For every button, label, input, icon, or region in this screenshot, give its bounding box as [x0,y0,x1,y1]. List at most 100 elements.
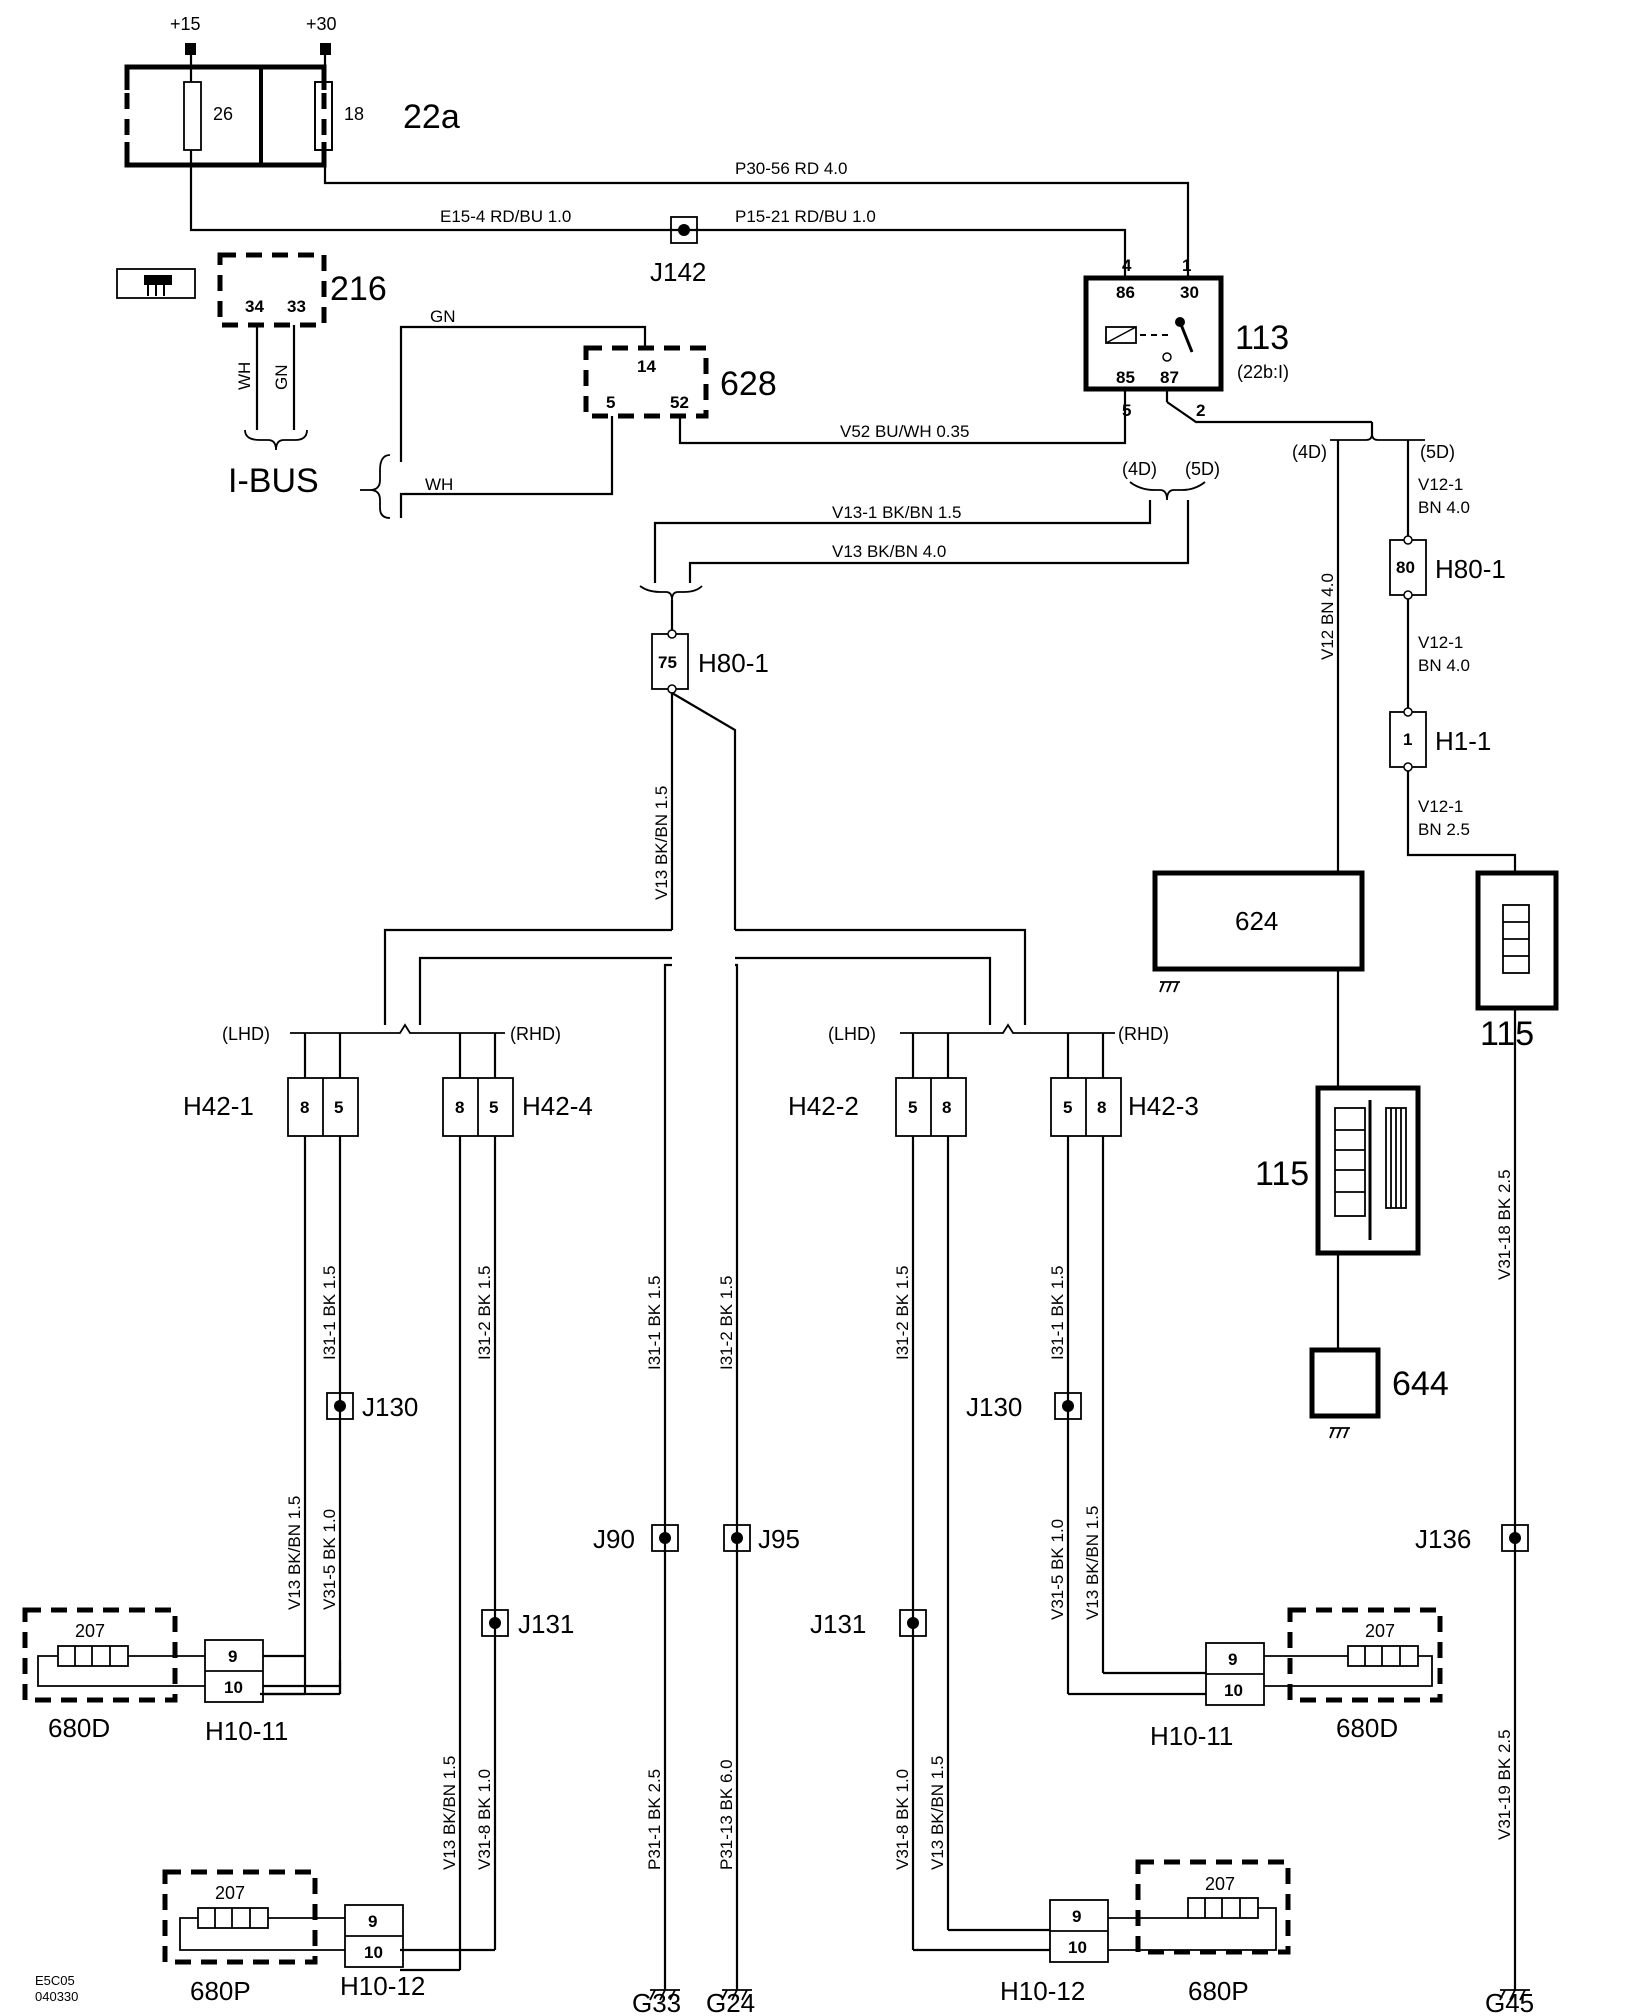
h10-11-right-pin-10: 10 [1224,1681,1243,1700]
connector-h10-12-right [1049,1899,1109,1963]
connector-h10-12-left [344,1904,404,1968]
h42-2-pin-8: 8 [942,1098,951,1117]
wire-v13-label: V13 BK/BN 4.0 [832,542,946,561]
connector-h42-1-label: H42-1 [183,1091,254,1121]
fuse-box-label: 22a [403,98,460,136]
wire-v13-1-label: V13-1 BK/BN 1.5 [832,503,961,522]
component-680d-left [22,1607,178,1703]
junction-j136-label: J136 [1415,1524,1471,1554]
ground-g45-label: G45 [1485,1988,1534,2016]
wire-i31-2-left-label: I31-2 BK 1.5 [475,1265,494,1360]
variant-lhd-left: (LHD) [222,1024,270,1044]
component-115-right-label: 115 [1480,1015,1534,1053]
ground-g24-label: G24 [706,1988,755,2016]
supply-15-label: +15 [170,14,201,34]
resistor-207-p-left-label: 207 [215,1883,245,1903]
connector-h80-1-left-label: H80-1 [698,648,769,678]
resistor-207-right-label: 207 [1365,1621,1395,1641]
junction-j90-label: J90 [593,1524,635,1554]
connector-h42-3 [1050,1077,1122,1137]
variant-lhd-right: (LHD) [828,1024,876,1044]
ground-g24-icon [721,1989,752,2001]
component-216-icon [116,268,196,299]
h42-3-pin-8: 8 [1097,1098,1106,1117]
resistor-207-left-label: 207 [75,1621,105,1641]
connector-h42-4-label: H42-4 [522,1091,593,1121]
relay-pin-1: 1 [1182,256,1191,275]
pin-75: 75 [658,653,677,672]
ground-g33-icon [649,1989,680,2001]
h10-11-right-pin-9: 9 [1228,1650,1237,1669]
wire-bn-40-b-label: BN 4.0 [1418,656,1470,675]
ground-g33-label: G33 [632,1988,681,2016]
component-680d-right-label: 680D [1336,1713,1398,1743]
wire-wh-628-label: WH [425,475,453,494]
h10-12-left-pin-10: 10 [364,1943,383,1962]
wire-v31-8-right-label: V31-8 BK 1.0 [893,1769,912,1870]
h42-3-pin-5: 5 [1063,1098,1072,1117]
variant-rhd-right: (RHD) [1118,1024,1169,1044]
junction-j130-left [326,1392,354,1420]
wire-v13-h10-12-right-label: V13 BK/BN 1.5 [928,1756,947,1870]
wire-i31-1-right-label: I31-1 BK 1.5 [1048,1265,1067,1360]
supply-30-terminal [320,43,331,55]
junction-j130-left-label: J130 [362,1392,418,1422]
pin-80: 80 [1396,558,1415,577]
h10-11-left-pin-10: 10 [224,1678,243,1697]
wire-e15-4-label: E15-4 RD/BU 1.0 [440,207,571,226]
component-680p-left-label: 680P [190,1976,251,2006]
relay-pin-87: 87 [1160,368,1179,387]
connector-h42-4 [442,1077,514,1137]
ground-624-icon [1159,981,1180,993]
connector-h42-1 [287,1077,359,1137]
component-680d-left-label: 680D [48,1713,110,1743]
junction-j131-left [481,1609,509,1637]
connector-h10-11-left [204,1639,264,1703]
component-680p-right-label: 680P [1188,1976,1249,2006]
relay-113 [1083,275,1224,392]
pin-34: 34 [245,297,264,316]
junction-j95-label: J95 [758,1524,800,1554]
ibus-label: I-BUS [228,462,319,500]
supply-30-label: +30 [306,14,337,34]
wire-gn-628-label: GN [430,307,456,326]
relay-pin-5: 5 [1122,401,1131,420]
component-624-label: 624 [1235,906,1278,936]
footer-code: E5C05 [35,1973,75,1988]
variant-rhd-left: (RHD) [510,1024,561,1044]
pin-1-h1: 1 [1403,730,1412,749]
wire-gn-label: GN [272,365,291,391]
junction-j90 [651,1524,679,1552]
wire-v13-h10-11-left-label: V13 BK/BN 1.5 [285,1496,304,1610]
wire-p31-1-label: P31-1 BK 2.5 [645,1769,664,1870]
pin-14: 14 [637,357,656,376]
wire-v31-5-left-label: V31-5 BK 1.0 [320,1509,339,1610]
pin-5: 5 [606,393,615,412]
connector-h10-11-right [1205,1642,1265,1706]
wire-bn-25-label: BN 2.5 [1418,820,1470,839]
variant-5d-left: (5D) [1185,459,1220,479]
wire-v12-1-a-label: V12-1 [1418,475,1463,494]
relay-pin-2: 2 [1196,401,1205,420]
junction-j136 [1501,1524,1529,1552]
component-680d-right [1287,1607,1443,1703]
wire-p30-56-label: P30-56 RD 4.0 [735,159,847,178]
wire-wh-label: WH [235,362,254,390]
component-216-label: 216 [330,270,387,308]
resistor-207-p-right-label: 207 [1205,1874,1235,1894]
component-680p-left [162,1869,318,1965]
wire-v31-5-right-label: V31-5 BK 1.0 [1048,1519,1067,1620]
component-115-mid-label: 115 [1255,1155,1309,1193]
fuse-18-label: 18 [344,104,364,124]
junction-j131-left-label: J131 [518,1609,574,1639]
junction-j130-right-label: J130 [966,1392,1022,1422]
connector-h80-1-right-label: H80-1 [1435,554,1506,584]
h42-4-pin-5: 5 [489,1098,498,1117]
resistor-207-right [1347,1645,1419,1667]
ground-g45-icon [1499,1989,1530,2001]
connector-h42-2-label: H42-2 [788,1091,859,1121]
connector-h10-12-right-label: H10-12 [1000,1976,1085,2006]
connector-h10-11-left-label: H10-11 [205,1716,288,1746]
component-216 [217,252,327,328]
